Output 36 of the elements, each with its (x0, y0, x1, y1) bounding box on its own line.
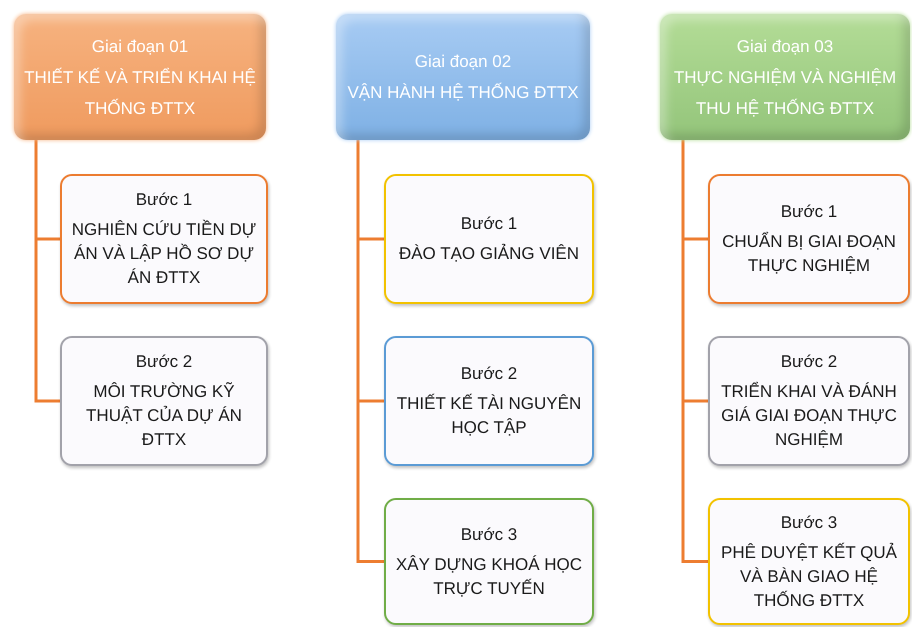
phase-box (660, 14, 910, 140)
step-box (384, 498, 594, 625)
connector-line (356, 140, 384, 563)
step-box (708, 498, 910, 625)
step-description: MÔI TRƯỜNG KỸ THUẬT CỦA DỰ ÁN ĐTTX (85, 381, 243, 451)
step-label: Bước 3 (460, 524, 518, 546)
connector-line (682, 140, 708, 563)
step-label: Bước 1 (780, 201, 838, 223)
step-description: NGHIÊN CỨU TIỀN DỰ ÁN VÀ LẬP HỒ SƠ DỰ ÁN ĐTTX (70, 218, 258, 289)
step-box (60, 336, 268, 466)
step-description: PHÊ DUYỆT KẾT QUẢ VÀ BÀN GIAO HỆ THỐNG ĐTTX (720, 542, 898, 612)
step-box (60, 174, 268, 304)
step-label: Bước 2 (460, 363, 518, 385)
step-box (708, 336, 910, 466)
phase-title: THỰC NGHIỆM VÀ NGHIỆM THU HỆ THỐNG ĐTTX (672, 66, 898, 120)
step-label: Bước 1 (460, 213, 518, 235)
step-description: CHUẨN BỊ GIAI ĐOẠN THỰC NGHIỆM (721, 230, 897, 277)
step-box (708, 174, 910, 304)
phase-box (336, 14, 590, 140)
step-description: THIẾT KẾ TÀI NGUYÊN HỌC TẬP (396, 392, 582, 439)
phase-label: Giai đoạn 01 (92, 36, 188, 58)
step-label: Bước 1 (136, 189, 192, 211)
phase-label: Giai đoạn 03 (736, 36, 834, 58)
step-label: Bước 2 (780, 351, 838, 373)
step-box (384, 174, 594, 304)
step-box (384, 336, 594, 466)
connector-line (34, 140, 60, 402)
step-label: Bước 3 (780, 512, 838, 534)
phase-title: THIẾT KẾ VÀ TRIỂN KHAI HỆ THỐNG ĐTTX (23, 66, 257, 120)
step-description: XÂY DỰNG KHOÁ HỌC TRỰC TUYẾN (394, 554, 584, 600)
step-description: ĐÀO TẠO GIẢNG VIÊN (398, 242, 580, 265)
phase-title: VẬN HÀNH HỆ THỐNG ĐTTX (347, 82, 579, 104)
step-label: Bước 2 (136, 351, 192, 373)
phase-label: Giai đoạn 02 (414, 51, 512, 73)
phase-box (14, 14, 266, 140)
step-description: TRIỂN KHAI VÀ ĐÁNH GIÁ GIAI ĐOẠN THỰC NGHIỆM (720, 380, 898, 451)
